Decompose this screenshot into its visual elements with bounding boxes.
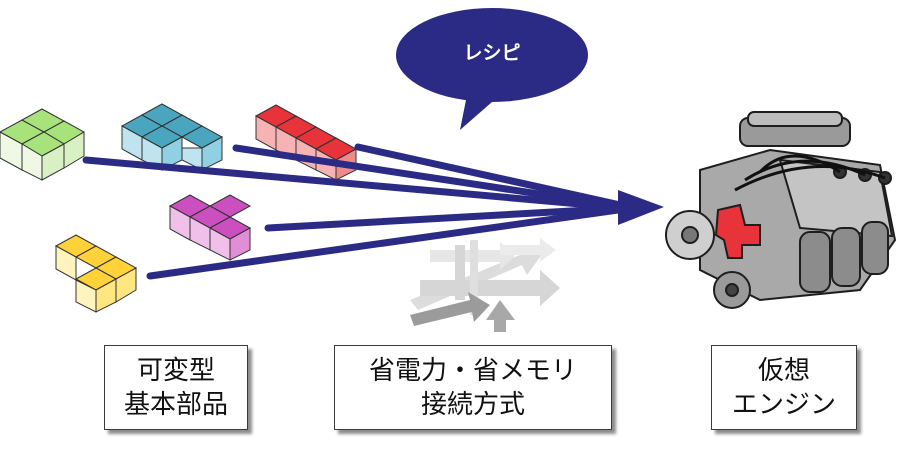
speech-bubble-icon (396, 8, 588, 130)
recipe-bubble-label: レシピ (463, 42, 521, 64)
parts-label-box: 可変型 基本部品 (104, 345, 248, 430)
parts-label-line-1: 可変型 (136, 355, 215, 386)
engine-label-line-1: 仮想 (757, 355, 810, 386)
method-label-line-2: 接続方式 (420, 389, 525, 420)
magenta-block-icon (168, 194, 252, 261)
teal-block-icon (120, 103, 224, 171)
method-label-box: 省電力・省メモリ 接続方式 (334, 345, 612, 430)
engine-icon (665, 111, 897, 309)
method-label-line-1: 省電力・省メモリ (368, 355, 577, 386)
yellow-block-icon (54, 234, 138, 313)
arrowhead-icon (618, 190, 664, 225)
engine-label-box: 仮想 エンジン (711, 345, 857, 430)
engine-label-line-2: エンジン (731, 389, 836, 420)
recipe-arrows (82, 143, 629, 280)
parts-label-line-2: 基本部品 (123, 389, 228, 420)
connection-arrows-icon (410, 238, 560, 332)
green-block-icon (0, 108, 86, 181)
red-block-icon (254, 104, 358, 181)
